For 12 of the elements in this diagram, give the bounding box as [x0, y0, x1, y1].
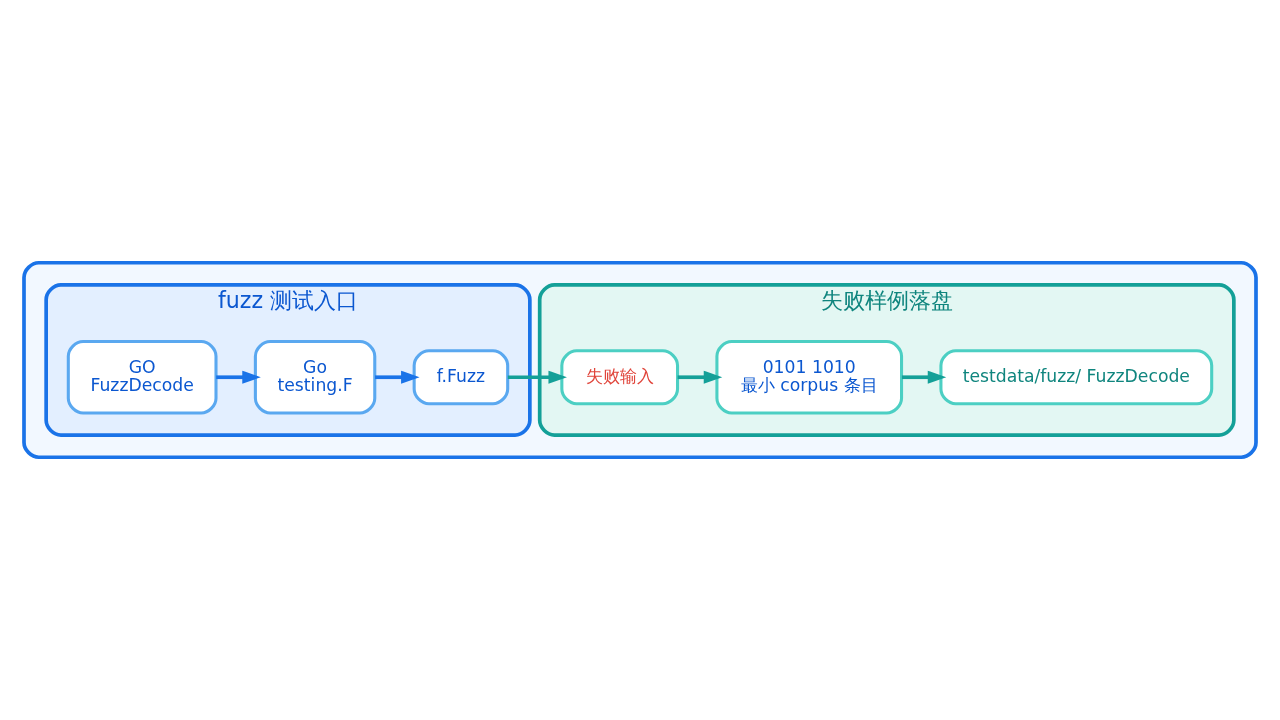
arrow [216, 370, 261, 384]
node-box: Go testing.F [253, 340, 377, 415]
arrow [507, 370, 567, 384]
arrow [901, 370, 947, 384]
node-box: 失败输入 [560, 349, 680, 406]
cluster [22, 260, 1258, 460]
node-box: 0101 1010 最小 corpus 条目 [715, 340, 904, 415]
arrow [375, 370, 420, 384]
node-box: GO FuzzDecode [66, 340, 218, 415]
arrow [677, 370, 723, 384]
node-box: f.Fuzz [412, 349, 510, 406]
node-box: testdata/fuzz/ FuzzDecode [939, 349, 1214, 406]
